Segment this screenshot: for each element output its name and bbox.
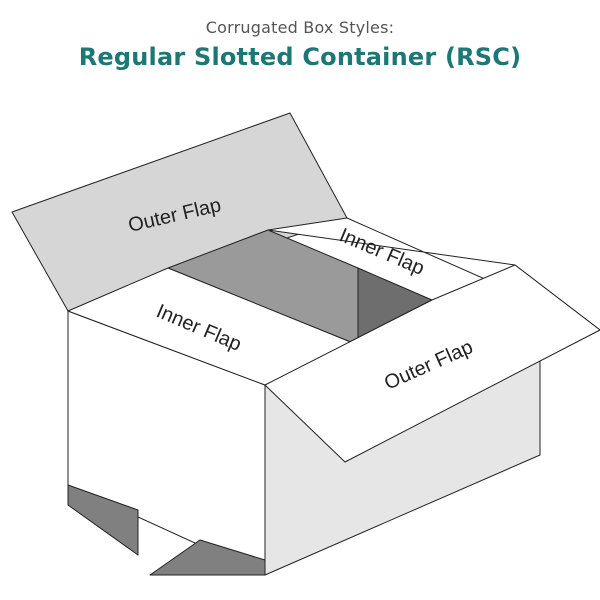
inner-flap-back	[267, 217, 600, 331]
bottom-flap-front	[149, 539, 266, 576]
outer-flap-front	[264, 264, 600, 463]
diagram-title: Regular Slotted Container (RSC)	[78, 43, 522, 71]
bottom-flap-left	[67, 484, 139, 556]
diagram-subtitle: Corrugated Box Styles:	[205, 18, 395, 37]
